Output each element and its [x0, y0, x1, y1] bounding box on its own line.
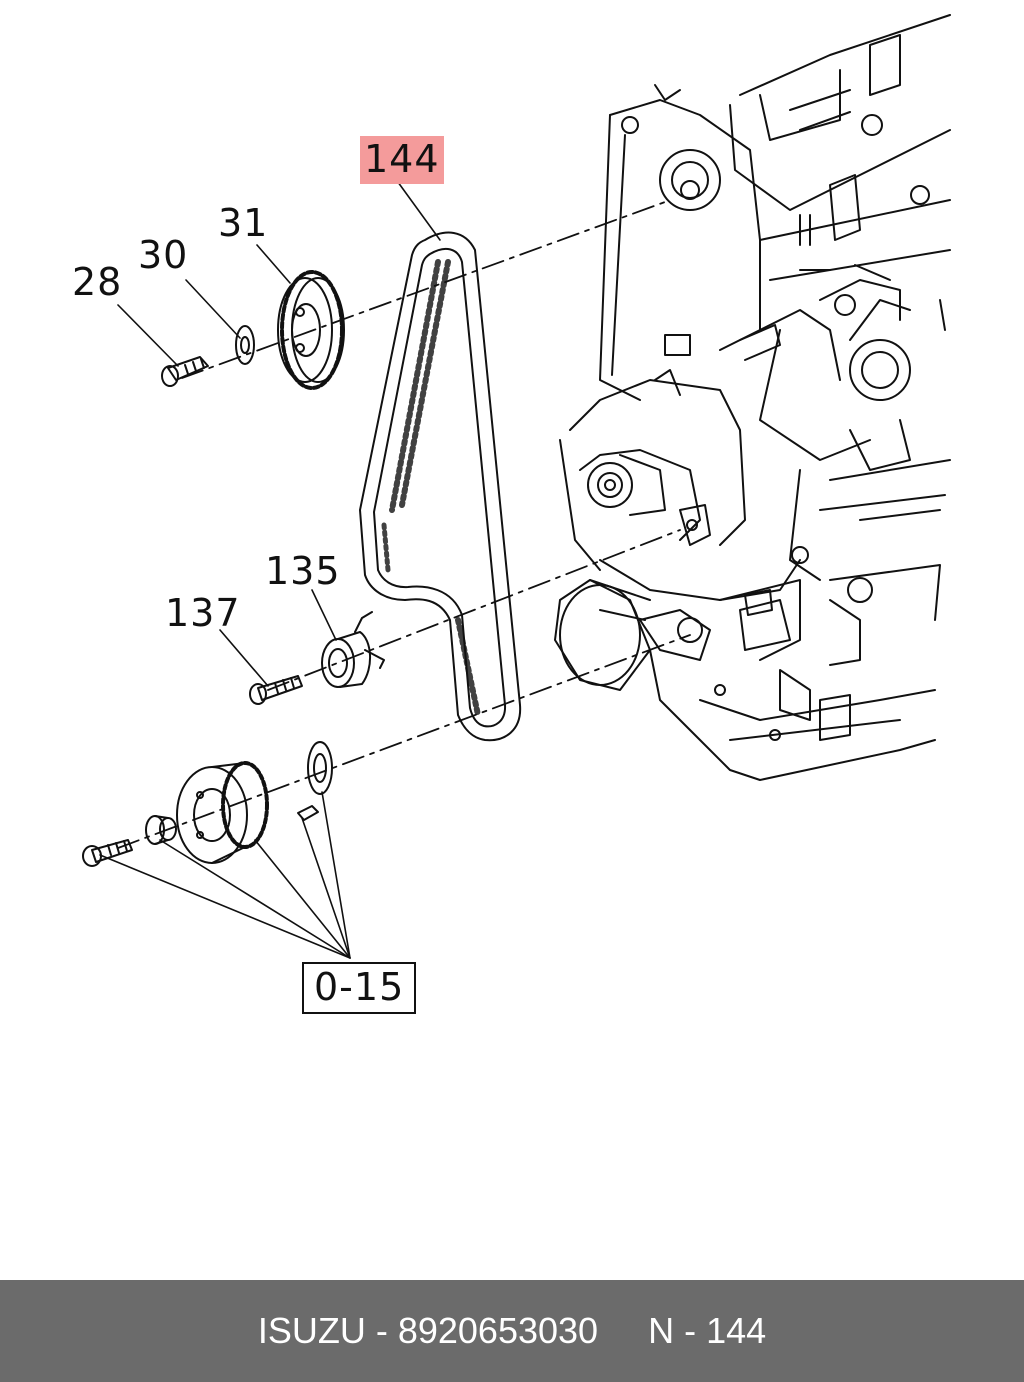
footer-gap — [598, 1310, 648, 1352]
footer-bar: ISUZU - 8920653030 N - 144 — [0, 1280, 1024, 1382]
woodruff-key-drawing — [297, 805, 319, 821]
callout-31: 31 — [218, 201, 269, 245]
callout-144: 144 — [360, 136, 444, 184]
cam-bolt-drawing — [161, 356, 209, 387]
footer-separator-2: - — [674, 1310, 707, 1351]
crank-sprocket-drawing — [176, 761, 269, 864]
footer-brand: ISUZU — [257, 1310, 366, 1351]
spacer-drawing — [145, 815, 177, 845]
washer-drawing — [235, 325, 255, 365]
alignment-lines — [117, 201, 691, 849]
tensioner-drawing — [321, 611, 385, 688]
timing-belt-drawing — [359, 231, 522, 742]
footer-separator: - — [365, 1310, 398, 1351]
crank-bolt-drawing — [82, 839, 133, 867]
callout-135: 135 — [265, 549, 341, 593]
callout-0-15: 0-15 — [302, 962, 417, 1014]
footer-ref-letter: N — [648, 1310, 675, 1351]
footer-part-number: 8920653030 — [397, 1310, 599, 1351]
engine-block-drawing — [554, 14, 951, 781]
leader-lines — [99, 177, 441, 959]
exploded-parts-diagram — [82, 14, 951, 959]
footer-ref-number: 144 — [706, 1310, 767, 1351]
tensioner-bolt-drawing — [249, 675, 303, 705]
crank-washer-drawing — [307, 741, 333, 795]
cam-sprocket-drawing — [277, 270, 345, 390]
callout-137: 137 — [165, 591, 241, 635]
callout-30: 30 — [138, 233, 189, 277]
callout-28: 28 — [72, 260, 123, 304]
